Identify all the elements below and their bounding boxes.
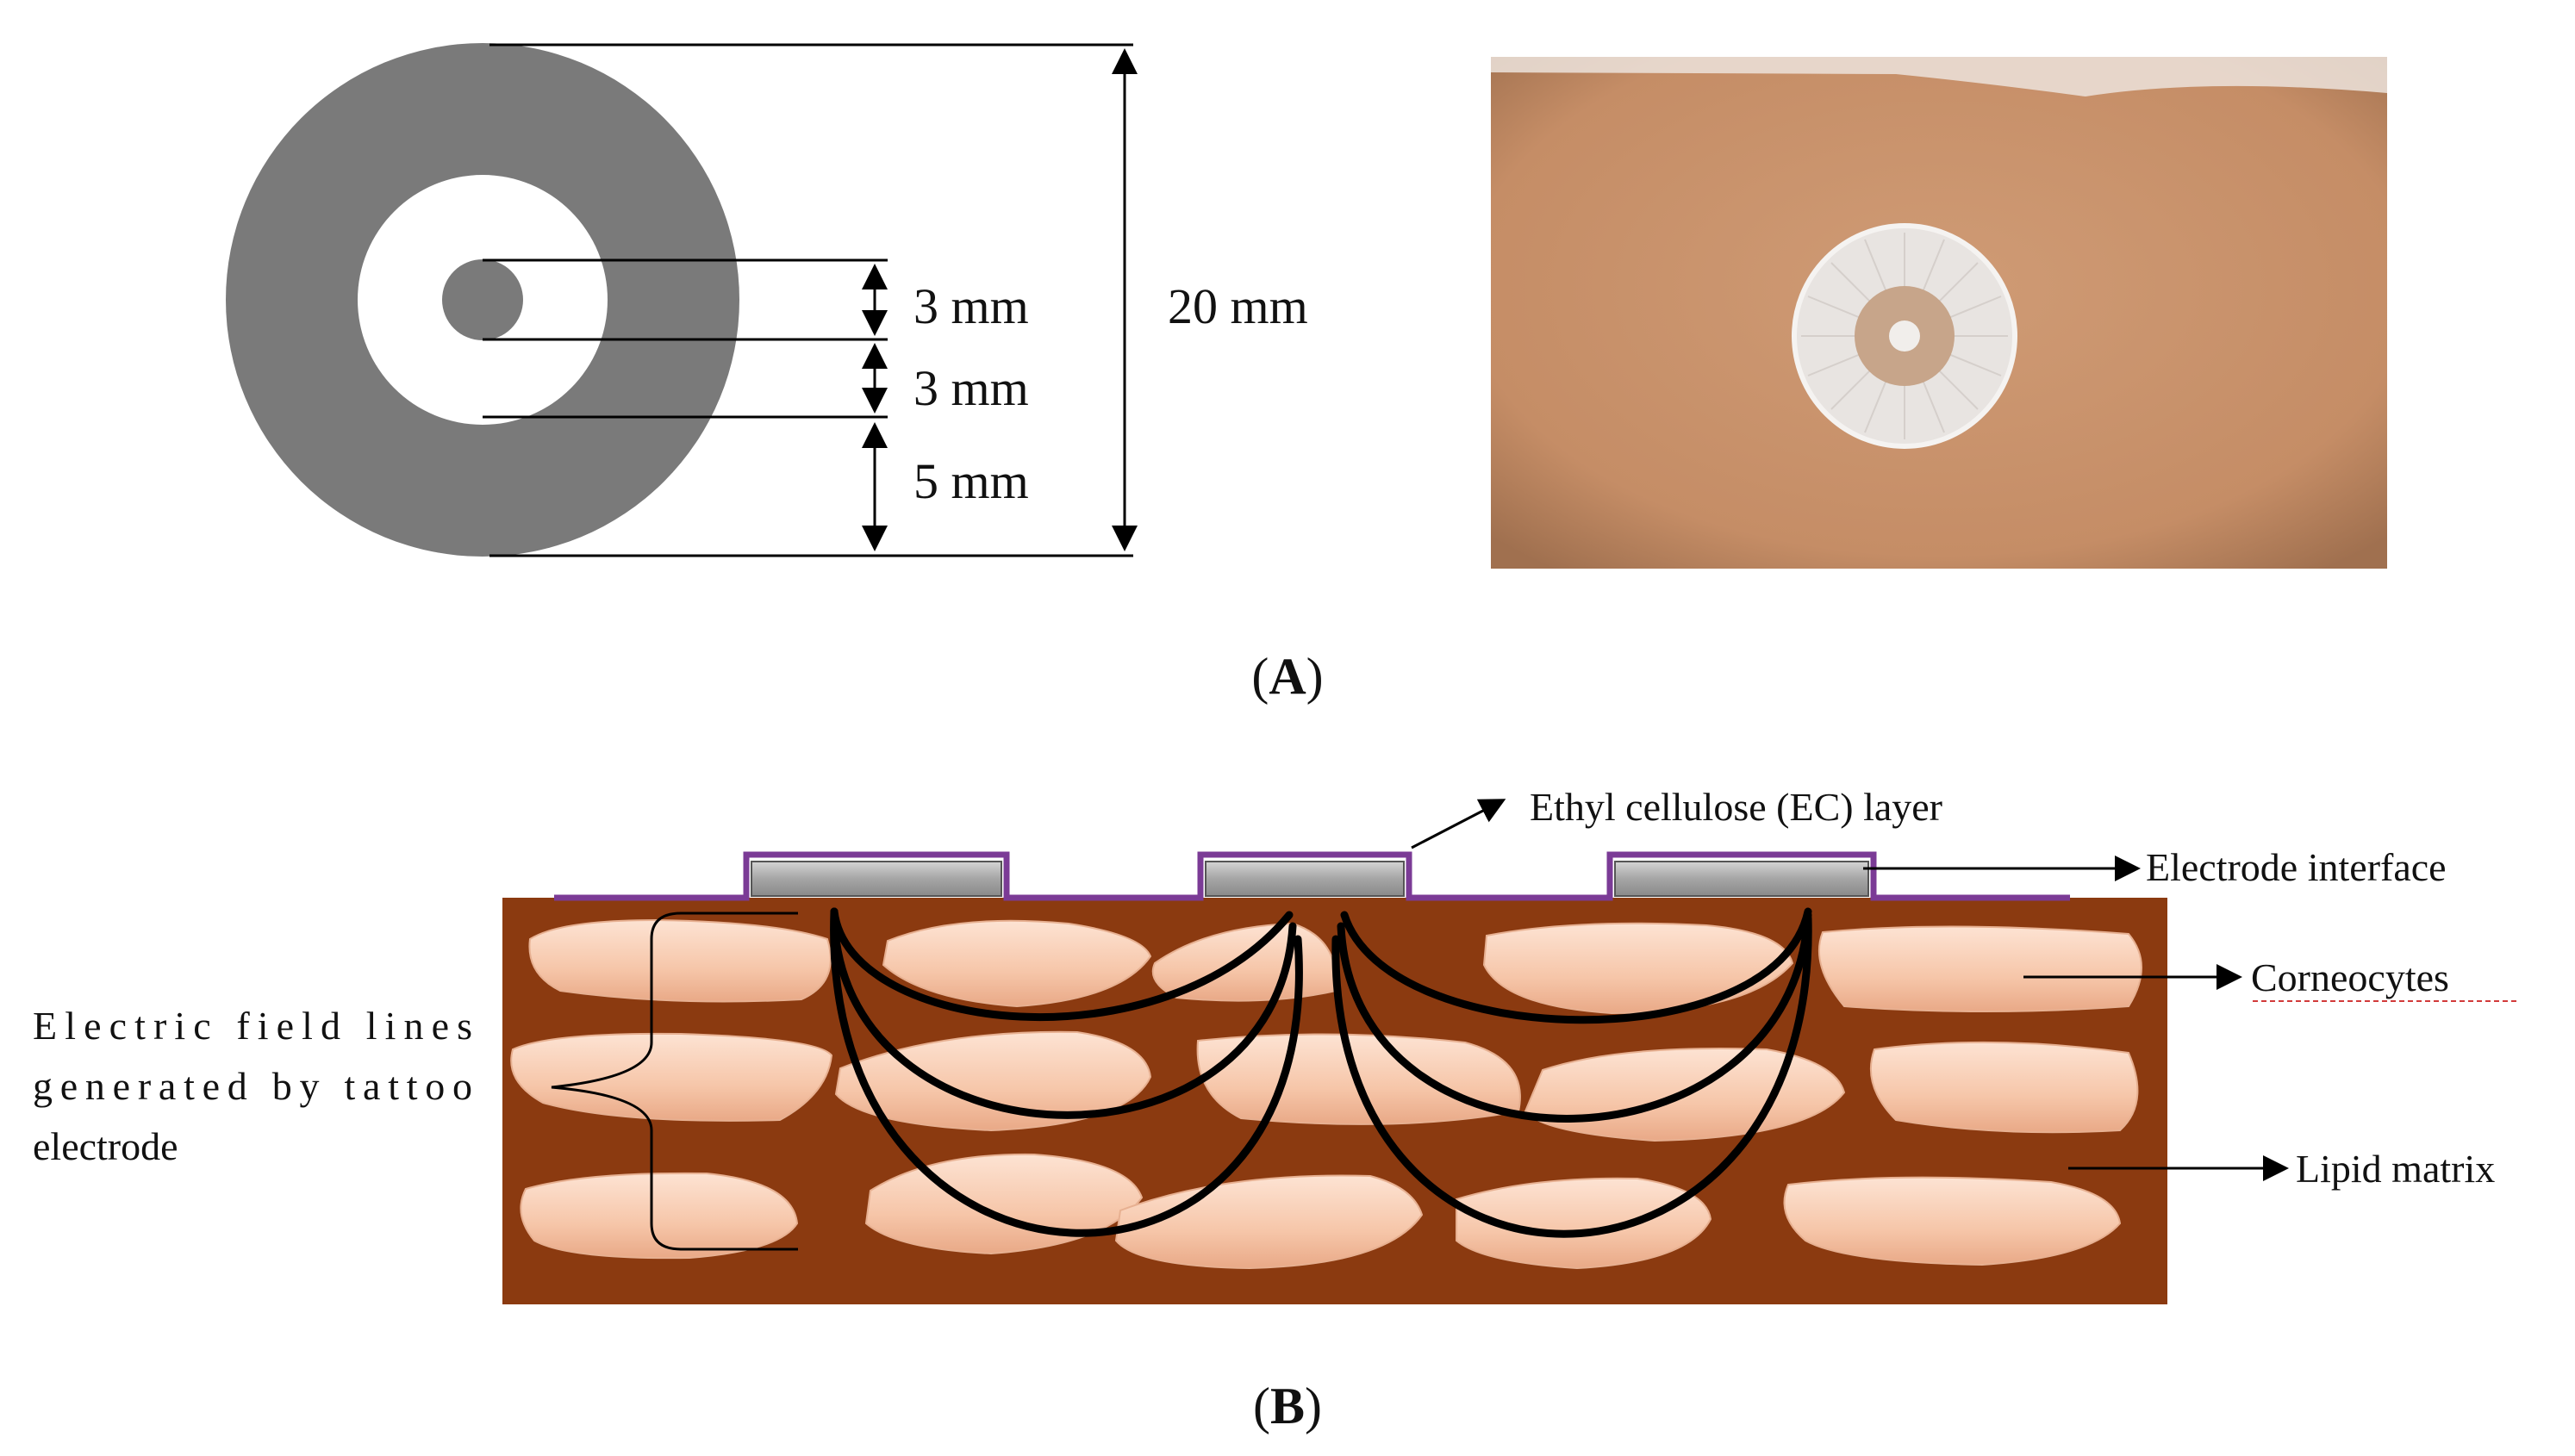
field-line [1337, 911, 1812, 1123]
electrode [751, 861, 1002, 897]
dimension-lines [483, 43, 1138, 557]
panel-b: Ethyl cellulose (EC) layer Electrode int… [33, 785, 2516, 1434]
corneocyte [1482, 922, 1794, 1015]
lipid-matrix-label: Lipid matrix [2296, 1147, 2495, 1191]
dim-label-inner-gap: 3 mm [913, 278, 1029, 334]
inner-electrode-disc [442, 259, 523, 340]
tattoo-electrode-photo [1792, 223, 2017, 449]
field-line [1331, 914, 1812, 1238]
electrode [1205, 861, 1405, 897]
dim-label-ring-gap: 3 mm [913, 360, 1029, 416]
electrode-interface-label: Electrode interface [2146, 845, 2447, 889]
corneocyte [520, 1172, 799, 1260]
field-lines-label: Electric field lines generated by tattoo… [33, 1004, 472, 1168]
field-lines-label-line3: electrode [33, 1124, 178, 1168]
field-line [1340, 907, 1812, 1024]
dim-label-outer-ring: 5 mm [913, 453, 1029, 509]
field-lines-label-line1: Electric field lines [33, 1004, 472, 1048]
ec-layer-pointer [1411, 799, 1506, 849]
corneocyte [1456, 1177, 1712, 1270]
field-lines-label-line2: generated by tattoo [33, 1064, 472, 1108]
corneocyte [834, 1030, 1152, 1132]
field-lines-brace [551, 912, 798, 1251]
ec-layer-label: Ethyl cellulose (EC) layer [1530, 785, 1942, 829]
sleeve-edge [1491, 57, 2387, 96]
corneocyte [1783, 1176, 2122, 1266]
corneocyte [510, 1032, 833, 1122]
panel-a-label: (A) [1251, 648, 1323, 705]
field-line [830, 907, 1303, 1237]
electrodes [751, 861, 1869, 897]
field-line [830, 907, 1297, 1119]
panel-b-label: (B) [1253, 1378, 1322, 1434]
corneocytes-label: Corneocytes [2251, 955, 2449, 999]
dim-label-overall: 20 mm [1168, 278, 1308, 334]
corneocytes [510, 918, 2142, 1270]
field-line [830, 907, 1294, 1022]
panel-a: 3 mm 3 mm 5 mm 20 mm [226, 43, 2387, 705]
skin-photo [1491, 57, 2387, 569]
corneocyte [1817, 925, 2142, 1012]
electric-field-lines [830, 907, 1812, 1238]
corneocyte [1869, 1041, 2139, 1134]
corneocyte [882, 919, 1152, 1008]
electrode [1614, 861, 1869, 897]
annotation-arrows [551, 799, 2289, 1251]
electrode-schematic [226, 43, 739, 557]
ec-layer [554, 851, 2070, 901]
corneocyte [528, 918, 832, 1003]
